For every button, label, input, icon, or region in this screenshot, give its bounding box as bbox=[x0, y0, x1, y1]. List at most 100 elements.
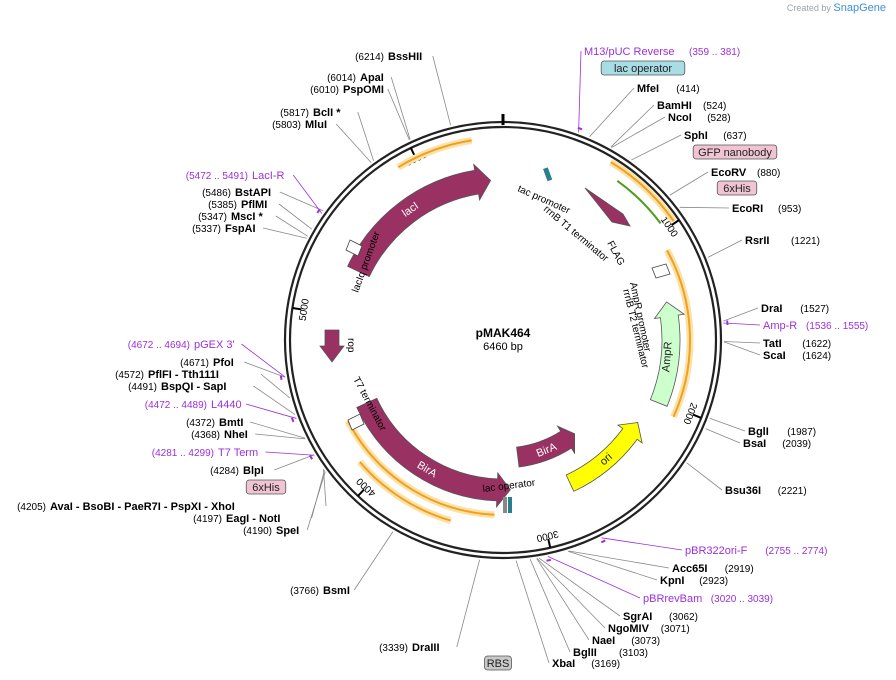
lac-operator-block-2 bbox=[508, 497, 512, 513]
plasmid-name: pMAK464 bbox=[476, 326, 531, 340]
primer-t7: (4281 .. 4299)T7 Term bbox=[152, 447, 258, 459]
site-leader bbox=[567, 550, 658, 581]
site-leader bbox=[357, 111, 375, 161]
primer-site-mark bbox=[600, 539, 606, 544]
site-leader bbox=[631, 134, 682, 161]
site-mfei: MfeI(414) bbox=[637, 83, 700, 95]
site-coord: (2923) bbox=[699, 576, 728, 587]
backbone-inner bbox=[288, 125, 718, 555]
site-name: EagI - NotI bbox=[226, 513, 280, 525]
site-name: MfeI bbox=[637, 83, 659, 95]
primer-leader bbox=[241, 343, 286, 378]
site-coord: (4205) bbox=[17, 502, 46, 513]
site-coord: (637) bbox=[723, 131, 746, 142]
site-leader bbox=[723, 341, 761, 344]
primer-leader bbox=[723, 322, 761, 326]
site-leader bbox=[387, 88, 410, 140]
site-leader bbox=[275, 215, 309, 237]
site-leader bbox=[515, 560, 550, 664]
site-leader bbox=[669, 171, 709, 196]
site-leader bbox=[536, 558, 606, 629]
site-coord: (1987) bbox=[787, 427, 816, 438]
boxed-label-bg bbox=[245, 479, 287, 495]
gfp-nanobody-arc bbox=[616, 179, 662, 224]
site-leader bbox=[723, 341, 761, 356]
site-leader bbox=[335, 123, 372, 163]
site-pflmi: (5385)PflMI bbox=[208, 199, 267, 211]
site-coord: (3103) bbox=[619, 648, 648, 659]
site-coord: (528) bbox=[707, 113, 730, 124]
site-bsmi: (3766)BsmI bbox=[290, 585, 350, 597]
site-name: BstAPI bbox=[235, 187, 271, 199]
primer-name: Amp-R bbox=[763, 320, 797, 332]
site-leader bbox=[568, 550, 670, 569]
site-coord: (3766) bbox=[290, 586, 319, 597]
site-coord: (4671) bbox=[180, 358, 209, 369]
site-leader bbox=[529, 559, 571, 653]
ampR-label: AmpR bbox=[660, 341, 674, 372]
feature-label-rrnb-t1: rrnB T1 terminator bbox=[541, 204, 611, 265]
primer-leader bbox=[292, 174, 323, 214]
site-ecori: EcoRI (953) bbox=[732, 203, 801, 215]
site-coord: (3169) bbox=[591, 659, 620, 670]
site-name: EcoRI bbox=[732, 203, 763, 215]
site-pspomi: (6010) PspOMI bbox=[310, 84, 384, 96]
site-mlui: (5803)MluI bbox=[272, 119, 327, 131]
boxed-label-bg bbox=[692, 144, 778, 160]
primer-name: L4440 bbox=[211, 399, 242, 411]
boxed-label-lacoperator: lac operator bbox=[600, 60, 686, 76]
site-bcli: (5817)BclI * bbox=[280, 107, 341, 119]
site-nhei: (4368)NheI bbox=[191, 429, 248, 441]
primer-site-mark bbox=[279, 375, 283, 381]
site-coord: (6010) bbox=[310, 85, 339, 96]
site-name: PspOMI bbox=[343, 84, 384, 96]
feature-label-rop: rop bbox=[345, 338, 356, 353]
primer-site-mark bbox=[577, 126, 583, 131]
site-bsu36i: Bsu36I(2221) bbox=[725, 485, 807, 497]
site-avai: (4205) AvaI - BsoBI - PaeR7I - PspXI - Xh… bbox=[17, 501, 235, 513]
primer-range: (4281 .. 4299) bbox=[152, 448, 214, 459]
site-name: PfoI bbox=[213, 357, 234, 369]
site-eagi: (4197)EagI - NotI bbox=[193, 513, 280, 525]
primer-name: pBR322ori-F bbox=[685, 545, 748, 557]
site-name: BspQI - SapI bbox=[161, 381, 226, 393]
orange-feature-halo bbox=[396, 136, 473, 171]
site-name: Bsu36I bbox=[725, 485, 761, 497]
site-coord: (5337) bbox=[192, 224, 221, 235]
site-name: NgoMIV bbox=[608, 623, 650, 635]
site-bstapi: (5486) BstAPI bbox=[202, 187, 271, 199]
primer-site-mark bbox=[309, 454, 314, 460]
site-leader bbox=[686, 462, 723, 491]
site-leader bbox=[536, 558, 590, 641]
t7-terminator-arrow bbox=[347, 413, 365, 431]
boxed-label-text: 6xHis bbox=[723, 183, 751, 195]
site-leader bbox=[705, 428, 741, 444]
site-leader bbox=[432, 55, 452, 126]
site-name: DraI bbox=[761, 303, 782, 315]
site-bsshii: (6214)BssHII bbox=[355, 51, 422, 63]
primer-range: (4672 .. 4694) bbox=[128, 340, 190, 351]
site-coord: (5385) bbox=[208, 200, 237, 211]
site-coord: (5486) bbox=[202, 188, 231, 199]
lacI-arrow bbox=[347, 163, 492, 278]
site-xbai: XbaI(3169) bbox=[552, 658, 620, 670]
site-coord: (953) bbox=[778, 204, 801, 215]
site-name: ScaI bbox=[763, 350, 786, 362]
primer-leader bbox=[245, 403, 297, 419]
orange-feature-arc bbox=[666, 249, 691, 418]
site-name: MluI bbox=[305, 119, 327, 131]
site-coord: (1622) bbox=[802, 339, 831, 350]
site-coord: (5817) bbox=[280, 108, 309, 119]
site-rsrii: RsrII(1221) bbox=[745, 235, 820, 247]
site-leader bbox=[707, 239, 743, 258]
site-leader bbox=[262, 227, 307, 239]
primer-leader bbox=[547, 556, 641, 599]
boxed-label-text: 6xHis bbox=[252, 482, 280, 494]
credit-prefix: Created by bbox=[786, 3, 831, 13]
site-leader bbox=[390, 76, 411, 140]
primer-site-mark bbox=[316, 208, 321, 214]
backbone bbox=[283, 114, 723, 560]
site-leader bbox=[274, 454, 315, 471]
site-leader bbox=[278, 203, 313, 230]
site-name: AvaI - BsoBI - PaeR7I - PspXI - XhoI bbox=[50, 501, 235, 513]
